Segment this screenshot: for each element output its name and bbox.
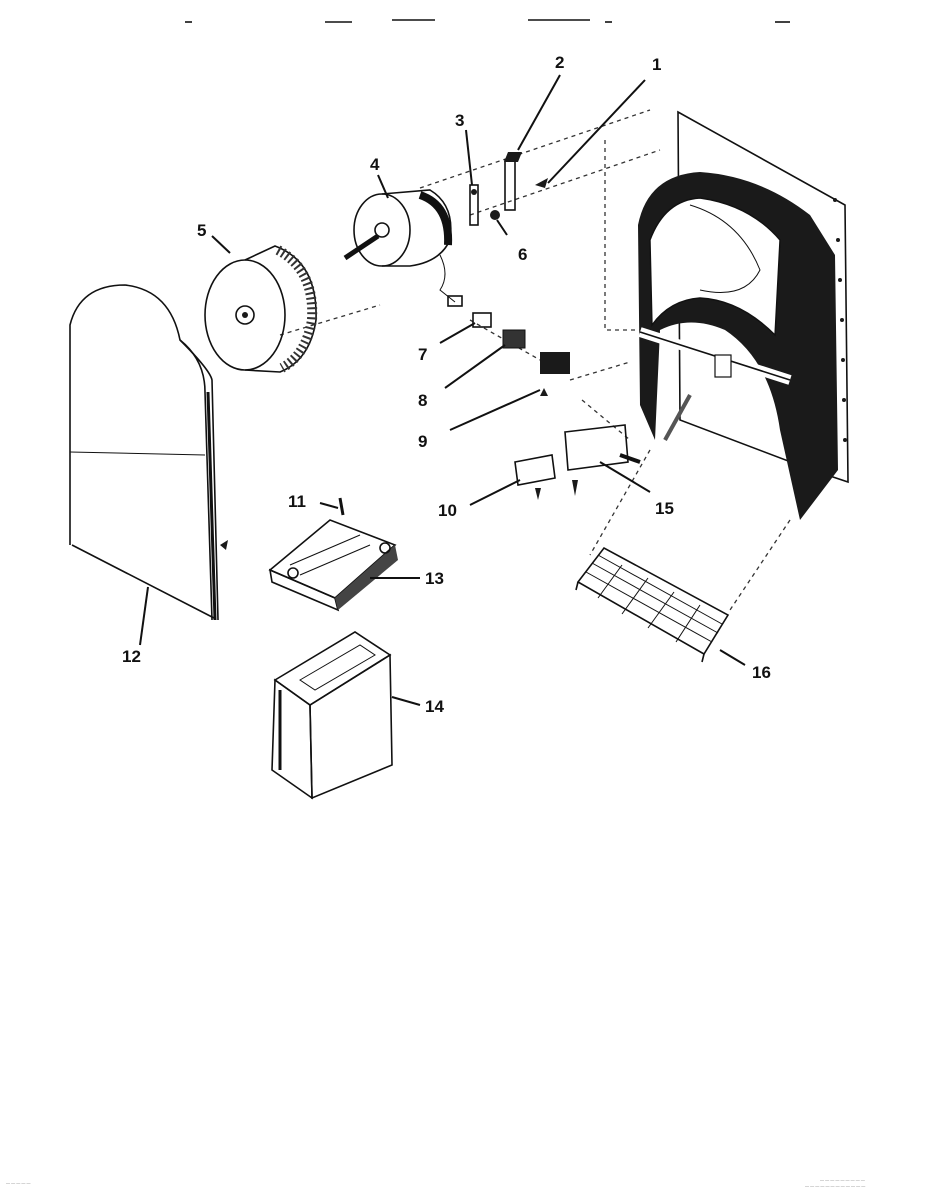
leader-lines	[139, 74, 746, 706]
callout-8: 8	[418, 391, 427, 410]
callout-14: 14	[425, 697, 444, 716]
control-boards	[514, 424, 641, 500]
blower-motor	[343, 189, 463, 307]
footer-fine-print: — — — — — — — — — — — — — — — — — — — — …	[6, 1177, 865, 1188]
callout-3: 3	[455, 111, 464, 130]
callout-1: 1	[652, 55, 661, 74]
blower-housing	[638, 110, 849, 520]
callout-10: 10	[438, 501, 457, 520]
blower-wheel	[204, 245, 318, 373]
callout-4: 4	[370, 155, 380, 174]
footer-right-text-2: — — — — — — — — — — — —	[805, 1183, 865, 1188]
callout-6: 6	[518, 245, 527, 264]
filter-box	[271, 631, 393, 800]
callout-labels: 1 2 3 4 5 6 7 8 9 10 11 12 13 14 15 16	[122, 53, 771, 716]
callout-9: 9	[418, 432, 427, 451]
grille	[575, 546, 730, 663]
top-edge-marks	[185, 19, 790, 23]
motor-mount-brackets	[469, 152, 548, 226]
assembly-guide-lines	[279, 109, 791, 611]
heater-element	[268, 497, 398, 612]
front-cover-panel	[69, 284, 228, 621]
electrical-parts	[472, 312, 570, 396]
footer-left-text: — — — — —	[6, 1180, 30, 1185]
callout-11: 11	[288, 492, 306, 511]
callout-16: 16	[752, 663, 771, 682]
callout-13: 13	[425, 569, 444, 588]
callout-5: 5	[197, 221, 206, 240]
footer-right-text-1: — — — — — — — — —	[820, 1177, 865, 1182]
callout-2: 2	[555, 53, 564, 72]
callout-7: 7	[418, 345, 427, 364]
callout-15: 15	[655, 499, 674, 518]
callout-12: 12	[122, 647, 141, 666]
